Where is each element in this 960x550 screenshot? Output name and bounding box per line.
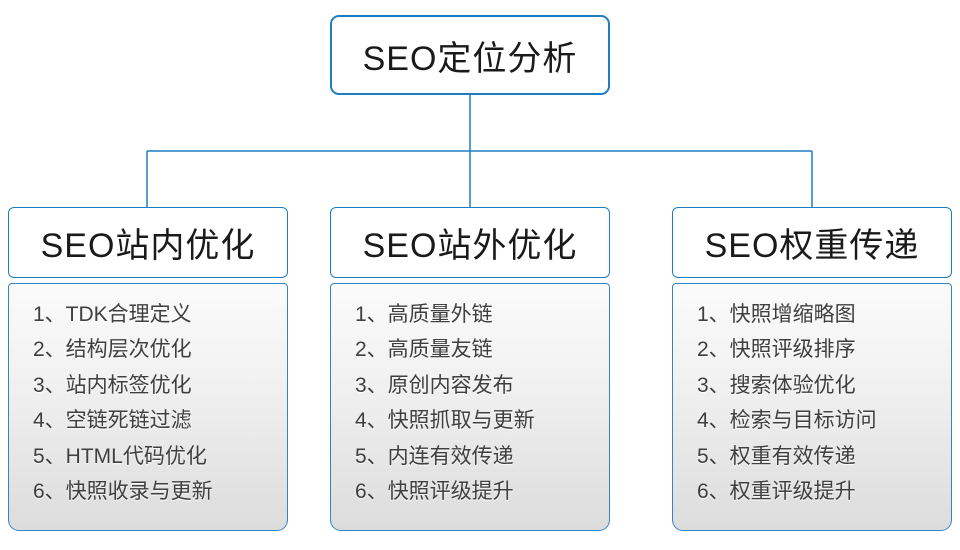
column-header-offsite-label: SEO站外优化 (362, 227, 578, 265)
list-item: 4、快照抓取与更新 (355, 409, 535, 433)
list-item: 4、检索与目标访问 (697, 409, 877, 433)
column-list-onsite: 1、TDK合理定义 2、结构层次优化 3、站内标签优化 4、空链死链过滤 5、H… (8, 283, 288, 531)
column-list-offsite: 1、高质量外链 2、高质量友链 3、原创内容发布 4、快照抓取与更新 5、内连有… (330, 283, 610, 531)
list-item: 2、高质量友链 (355, 338, 493, 362)
root-node-label: SEO定位分析 (362, 39, 578, 78)
column-list-weight: 1、快照增缩略图 2、快照评级排序 3、搜索体验优化 4、检索与目标访问 5、权… (672, 283, 952, 531)
root-node: SEO定位分析 (330, 15, 610, 95)
list-item: 2、结构层次优化 (33, 338, 192, 362)
list-item: 6、快照评级提升 (355, 480, 514, 504)
list-item: 2、快照评级排序 (697, 338, 856, 362)
list-item: 4、空链死链过滤 (33, 409, 192, 433)
list-item: 6、权重评级提升 (697, 480, 856, 504)
list-item: 6、快照收录与更新 (33, 480, 213, 504)
column-header-offsite: SEO站外优化 (330, 207, 610, 278)
list-item: 1、高质量外链 (355, 303, 493, 326)
list-item: 3、搜索体验优化 (697, 373, 856, 397)
item-list: 1、TDK合理定义 2、结构层次优化 3、站内标签优化 4、空链死链过滤 5、H… (9, 284, 287, 509)
list-item: 3、原创内容发布 (355, 373, 514, 397)
list-item: 3、站内标签优化 (33, 373, 192, 397)
column-header-weight: SEO权重传递 (672, 207, 952, 278)
list-item: 5、内连有效传递 (355, 444, 514, 468)
list-item: 1、TDK合理定义 (33, 303, 192, 326)
list-item: 5、HTML代码优化 (33, 444, 207, 468)
item-list: 1、快照增缩略图 2、快照评级排序 3、搜索体验优化 4、检索与目标访问 5、权… (673, 284, 951, 509)
column-header-onsite-label: SEO站内优化 (40, 227, 256, 265)
item-list: 1、高质量外链 2、高质量友链 3、原创内容发布 4、快照抓取与更新 5、内连有… (331, 284, 609, 509)
column-header-weight-label: SEO权重传递 (704, 227, 920, 265)
list-item: 5、权重有效传递 (697, 444, 856, 468)
column-header-onsite: SEO站内优化 (8, 207, 288, 278)
list-item: 1、快照增缩略图 (697, 303, 856, 326)
